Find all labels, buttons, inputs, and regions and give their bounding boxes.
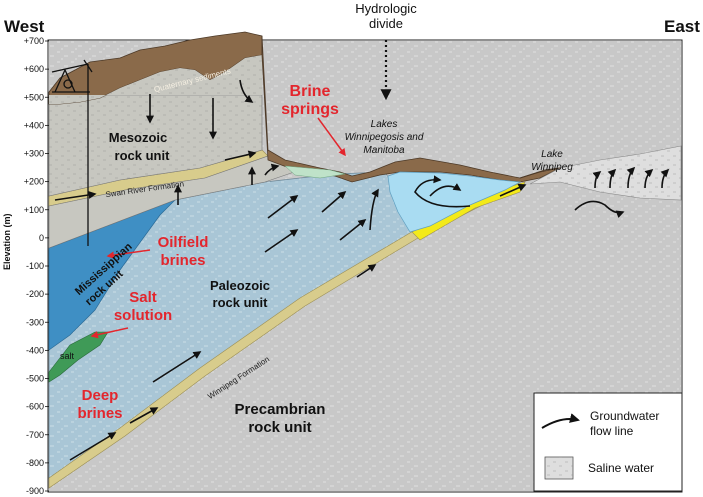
flow-arrow bbox=[369, 188, 379, 231]
salt-solution-callout-arrow bbox=[90, 327, 129, 339]
mesozoic-label-line1: Mesozoic bbox=[109, 130, 168, 145]
y-tick-label: -300 bbox=[26, 317, 44, 327]
y-axis: +700 +600 +500 +400 +300 +200 +100 0 -100 -200 -30… bbox=[2, 36, 49, 496]
brine-springs-callout-arrow bbox=[317, 117, 346, 157]
hydrologic-divide-label-line2: divide bbox=[369, 16, 403, 31]
paleozoic-label-line2: rock unit bbox=[213, 295, 269, 310]
y-tick-label: -800 bbox=[26, 458, 44, 468]
lake-winnipegosis-water-zone bbox=[387, 171, 522, 233]
flow-arrow bbox=[356, 264, 377, 278]
flow-arrow bbox=[414, 175, 471, 208]
legend-flow-label-line1: Groundwater bbox=[590, 409, 659, 423]
flow-arrow bbox=[429, 183, 462, 197]
lakes-winnipegosis-label-line2: Winnipegosis and bbox=[345, 132, 424, 143]
mesozoic-texture bbox=[49, 95, 262, 196]
y-tick-label: -400 bbox=[26, 345, 44, 355]
deep-brines-label-line2: brines bbox=[77, 405, 122, 422]
east-label: East bbox=[664, 17, 700, 36]
flow-arrow bbox=[264, 229, 299, 253]
flow-arrow bbox=[574, 200, 625, 218]
flow-arrow bbox=[224, 150, 257, 161]
mesozoic-top-texture bbox=[49, 55, 262, 104]
flow-arrows bbox=[54, 79, 670, 461]
flow-arrow bbox=[239, 79, 254, 103]
paleozoic-label-line1: Paleozoic bbox=[210, 278, 270, 293]
oilfield-brines-callout-arrow bbox=[106, 249, 151, 259]
brine-springs-label-line1: Brine bbox=[290, 83, 331, 100]
east-saline-texture bbox=[530, 146, 681, 200]
lakes-winnipegosis-label-line3: Manitoba bbox=[363, 145, 405, 156]
lakes-winnipegosis-label-line1: Lakes bbox=[371, 119, 398, 130]
salt-label: salt bbox=[60, 351, 75, 361]
legend-saline-swatch-texture bbox=[545, 457, 573, 479]
east-surface-line bbox=[519, 167, 561, 179]
brine-springs-label-line2: springs bbox=[281, 101, 339, 118]
mississippian-unit bbox=[48, 199, 176, 351]
y-tick-label: +100 bbox=[24, 205, 44, 215]
precambrian-label-line1: Precambrian bbox=[235, 401, 326, 418]
legend-flow-label-line2: flow line bbox=[590, 424, 634, 438]
flow-arrow bbox=[644, 168, 654, 189]
y-tick-label: -700 bbox=[26, 430, 44, 440]
y-tick-label: +300 bbox=[24, 149, 44, 159]
flow-arrow bbox=[607, 168, 617, 189]
legend-flow-arrow-icon bbox=[541, 413, 580, 429]
y-tick-label: +600 bbox=[24, 64, 44, 74]
flow-arrow bbox=[129, 407, 159, 424]
lake-winnipeg-label-line2: Winnipeg bbox=[531, 162, 573, 173]
pump-jack-icon bbox=[51, 59, 93, 246]
y-tick-label: +500 bbox=[24, 92, 44, 102]
deep-brines-label-line1: Deep bbox=[82, 387, 119, 404]
flow-arrow bbox=[264, 163, 280, 176]
oilfield-brines-label-line2: brines bbox=[160, 252, 205, 269]
y-tick-label: -200 bbox=[26, 289, 44, 299]
flow-arrow bbox=[152, 351, 202, 383]
y-tick-label: 0 bbox=[39, 233, 44, 243]
y-tick-label: -900 bbox=[26, 486, 44, 496]
flow-arrow bbox=[660, 168, 670, 189]
flow-arrow bbox=[69, 432, 117, 461]
y-tick-label: -500 bbox=[26, 374, 44, 384]
flow-arrow bbox=[267, 195, 299, 219]
y-axis-title: Elevation (m) bbox=[2, 213, 12, 270]
y-tick-label: +400 bbox=[24, 120, 44, 130]
west-label: West bbox=[4, 17, 45, 36]
y-tick-label: +700 bbox=[24, 36, 44, 46]
flow-arrow bbox=[339, 219, 367, 241]
flow-arrow bbox=[321, 190, 347, 213]
salt-solution-label-line2: solution bbox=[114, 307, 172, 324]
hydrologic-divide-label-line1: Hydrologic bbox=[355, 1, 417, 16]
salt-solution-label-line1: Salt bbox=[129, 289, 157, 306]
flow-arrow bbox=[626, 166, 636, 189]
legend: Groundwater flow line Saline water bbox=[533, 392, 683, 492]
legend-saline-label: Saline water bbox=[588, 461, 654, 475]
paleozoic-texture bbox=[49, 172, 520, 478]
y-tick-label: -100 bbox=[26, 261, 44, 271]
precambrian-label-line2: rock unit bbox=[248, 419, 311, 436]
oilfield-brines-label-line1: Oilfield bbox=[158, 234, 209, 251]
lake-winnipeg-label-line1: Lake bbox=[541, 149, 563, 160]
y-tick-label: +200 bbox=[24, 177, 44, 187]
salt-lens bbox=[48, 331, 109, 383]
mesozoic-label-line2: rock unit bbox=[115, 148, 171, 163]
flow-arrow bbox=[592, 170, 602, 189]
y-tick-label: -600 bbox=[26, 402, 44, 412]
flow-arrow bbox=[499, 183, 527, 197]
brine-spring-zone bbox=[284, 165, 346, 179]
flow-arrow bbox=[54, 190, 97, 201]
